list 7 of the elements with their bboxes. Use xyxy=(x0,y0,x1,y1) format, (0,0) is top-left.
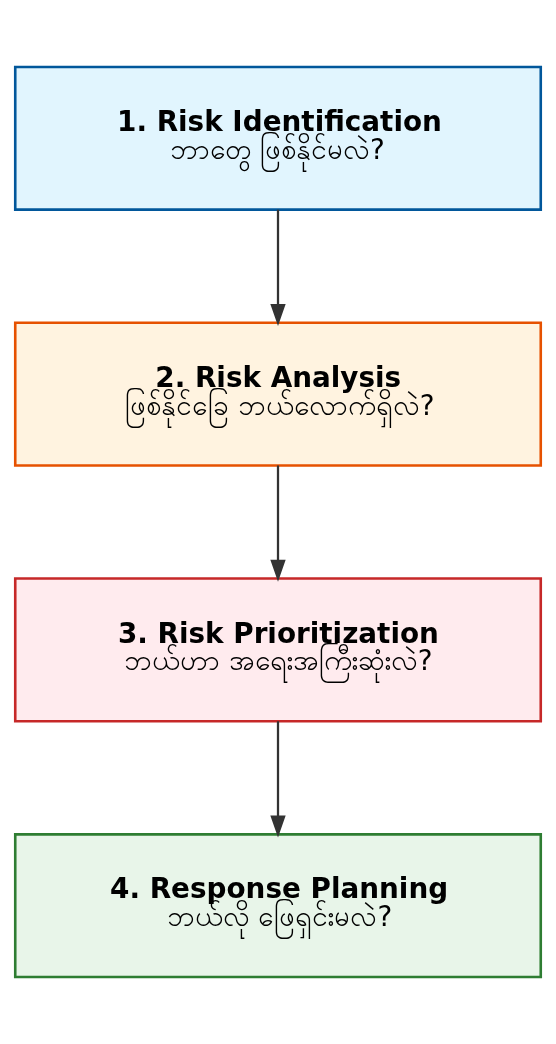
node-box: 1. Risk Identification ဘာတွေ ဖြစ်နိုင်မလဲ? xyxy=(13,65,543,211)
arrow xyxy=(270,465,286,582)
arrow xyxy=(270,721,286,838)
node-box: 3. Risk Prioritization ဘယ်ဟာ အရေးအကြီးဆုံးလဲ? xyxy=(13,577,543,723)
node-box: 2. Risk Analysis ဖြစ်နိုင်ခြေ ဘယ်လောက်ရှိလဲ? xyxy=(13,321,543,467)
arrow xyxy=(270,209,286,326)
node-box: 4. Response Planning ဘယ်လို ဖြေရှင်းမလဲ? xyxy=(13,833,543,979)
